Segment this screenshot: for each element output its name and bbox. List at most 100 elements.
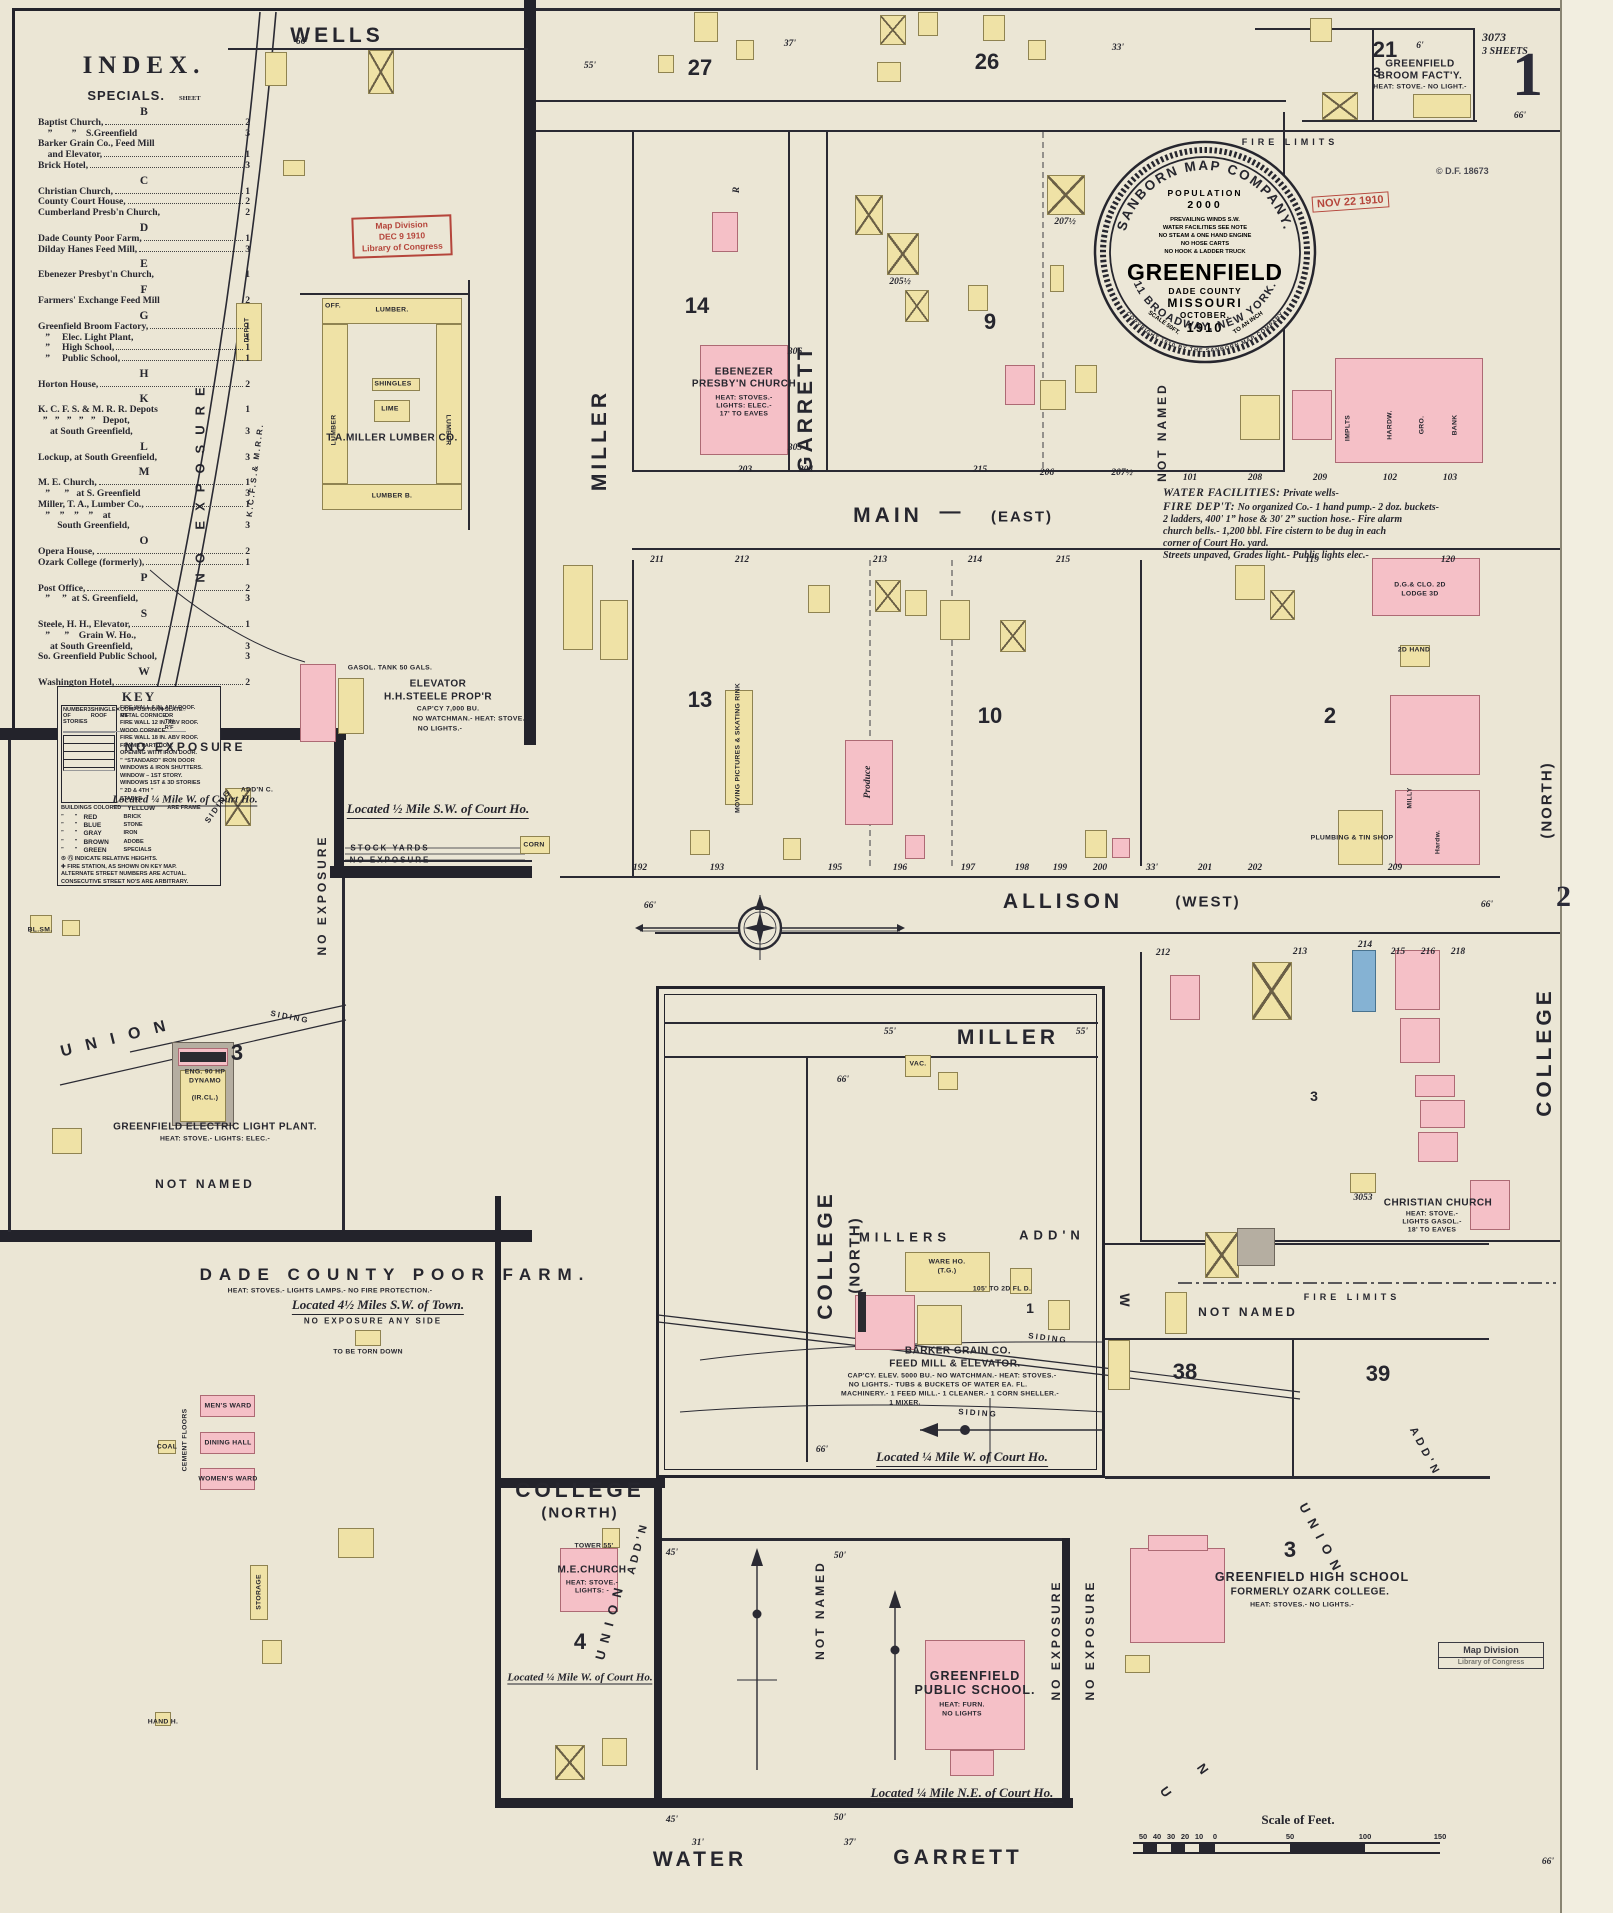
index-group-letter: B xyxy=(140,106,148,118)
key-color-yellow: YELLOW xyxy=(127,805,156,813)
map-annotation: CAP'CY. ELEV. 5000 BU.- NO WATCHMAN.- HE… xyxy=(847,1372,1057,1380)
map-annotation: EBENEZER xyxy=(714,366,774,378)
building-footprint xyxy=(700,345,788,455)
map-annotation: GRO. xyxy=(1418,415,1426,435)
section-border xyxy=(0,1230,532,1242)
library-stamp-bottom: Map Division Library of Congress xyxy=(1438,1642,1544,1669)
badge-fact: NO STEAM & ONE HAND ENGINE xyxy=(1159,233,1252,239)
index-specials-heading: SPECIALS. xyxy=(87,88,165,103)
scale-segment xyxy=(1199,1844,1215,1852)
map-annotation: HEAT: FURN. xyxy=(939,1701,985,1709)
map-annotation: TOWER 55' xyxy=(574,1542,614,1550)
key-title: KEY xyxy=(121,689,157,704)
index-entry: Ebenezer Presbyt'n Church,1 xyxy=(38,269,250,281)
key-note: ⑤ ㊇ INDICATE RELATIVE HEIGHTS. xyxy=(61,855,158,862)
building-footprint xyxy=(600,600,628,660)
index-entry: So. Greenfield Public School,3 xyxy=(38,651,250,663)
map-annotation: COLLEGE xyxy=(814,1190,837,1320)
building-footprint xyxy=(690,830,710,855)
building-footprint xyxy=(845,740,893,825)
map-annotation: 203 xyxy=(737,465,753,475)
building-footprint xyxy=(1000,620,1026,652)
map-annotation: 66' xyxy=(1541,1857,1555,1867)
key-line: ” 2D & 4TH ” xyxy=(120,788,154,795)
map-annotation: COLLEGE xyxy=(1533,987,1556,1117)
map-annotation: R xyxy=(732,186,742,194)
building-footprint xyxy=(1048,1300,1070,1330)
map-annotation: MOVING PICTURES & SKATING RINK xyxy=(734,682,742,814)
map-annotation: NO EXPOSURE xyxy=(315,834,329,956)
fire-dept-line: 2 ladders, 400' 1” hose & 30' 2” suction… xyxy=(1163,514,1403,526)
building-footprint xyxy=(1170,975,1200,1020)
map-annotation: NOT NAMED xyxy=(155,1177,255,1191)
map-annotation: 45' xyxy=(665,1548,679,1558)
map-annotation: 2 xyxy=(1323,703,1337,728)
building-footprint xyxy=(1050,265,1064,292)
block-line xyxy=(1302,120,1477,122)
map-annotation: FORMERLY OZARK COLLEGE. xyxy=(1230,1586,1390,1598)
map-annotation: NO EXPOSURE xyxy=(1049,1579,1063,1701)
building-footprint xyxy=(355,1330,381,1346)
map-annotation: PRESBY'N CHURCH xyxy=(691,378,797,390)
index-entry: Brick Hotel,3 xyxy=(38,159,250,171)
map-annotation: W xyxy=(1117,1293,1133,1307)
map-annotation: FIRE LIMITS xyxy=(1241,137,1339,147)
map-annotation: COAL xyxy=(156,1443,178,1451)
map-annotation: 37' xyxy=(783,39,797,49)
map-annotation: TO BE TORN DOWN xyxy=(333,1348,403,1356)
map-annotation: 214 xyxy=(967,555,983,565)
map-annotation: (NORTH) xyxy=(1538,761,1556,839)
map-annotation: FIRE LIMITS xyxy=(1303,1292,1401,1302)
section-border xyxy=(664,994,1097,1470)
building-footprint xyxy=(855,195,883,235)
street-line xyxy=(632,470,1285,472)
map-annotation: WOMEN'S WARD xyxy=(198,1475,258,1483)
key-line: WINDOWS & IRON SHUTTERS. xyxy=(120,765,203,772)
building-footprint xyxy=(30,915,52,933)
map-annotation: 66' xyxy=(295,37,309,47)
map-annotation: LIGHTS GASOL.- xyxy=(1402,1218,1462,1226)
map-annotation: (IR.CL.) xyxy=(191,1094,219,1102)
stamp-line: Library of Congress xyxy=(1439,1657,1543,1666)
building-footprint xyxy=(62,920,80,936)
map-annotation: 306 xyxy=(787,347,803,357)
map-annotation: 45' xyxy=(665,1815,679,1825)
map-annotation: 33' xyxy=(1145,863,1159,873)
map-annotation: 38 xyxy=(1172,1359,1198,1384)
map-annotation: 213 xyxy=(1292,947,1308,957)
building-footprint xyxy=(1237,1228,1275,1266)
map-annotation: 21 xyxy=(1372,37,1398,62)
building-footprint xyxy=(1335,358,1483,463)
building-footprint xyxy=(1235,565,1265,600)
map-annotation: 102 xyxy=(1382,473,1398,483)
map-annotation: GREENFIELD xyxy=(929,1669,1021,1683)
building-footprint xyxy=(1310,18,1332,42)
index-entry: Dade County Poor Farm,1 xyxy=(38,232,250,244)
fire-dept-line: church bells.- 1,200 bbl. Fire cistern t… xyxy=(1163,525,1387,537)
building-footprint xyxy=(200,1468,255,1490)
badge-population: 2000 xyxy=(1187,199,1222,211)
water-facilities-title: WATER FACILITIES: xyxy=(1163,487,1281,499)
building-footprint xyxy=(322,298,462,324)
building-footprint xyxy=(1047,175,1085,215)
index-entry: at South Greenfield,3 xyxy=(38,640,250,652)
section-border xyxy=(330,866,532,878)
map-annotation: 66' xyxy=(1480,900,1494,910)
map-annotation: 208 xyxy=(1247,473,1263,483)
key-line: STABLE xyxy=(120,795,142,802)
building-footprint xyxy=(602,1528,620,1548)
map-annotation: HEAT: STOVE.- xyxy=(565,1579,619,1587)
building-footprint xyxy=(555,1745,585,1780)
map-annotation: 2D HAND xyxy=(1397,646,1431,654)
building-footprint xyxy=(1085,830,1107,858)
index-entry: South Greenfield,3 xyxy=(38,520,250,532)
map-annotation: 3053 xyxy=(1353,1193,1373,1203)
map-annotation: 33' xyxy=(1111,43,1125,53)
key-symbol-row: COMPOSITION R'F✚ xyxy=(120,707,165,732)
index-entry: Opera House,2 xyxy=(38,546,250,558)
index-entry: Miller, T. A., Lumber Co.,1 xyxy=(38,498,250,510)
block-line xyxy=(468,280,470,530)
